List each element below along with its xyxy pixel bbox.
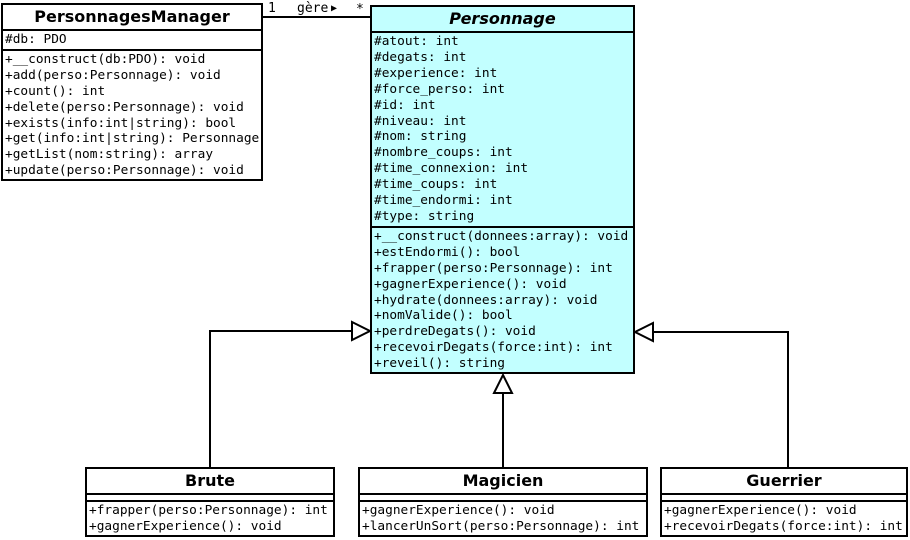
member-row: +estEndormi(): bool	[374, 244, 521, 260]
attributes-compartment	[662, 495, 906, 502]
methods-compartment: +__construct(donnees:array): void+estEnd…	[372, 228, 633, 372]
class-box-personnage[interactable]: Personnage #atout: int#degats: int#exper…	[370, 5, 635, 374]
member-row: +get(info:int|string): Personnage	[5, 131, 260, 147]
member-row: #niveau: int	[374, 113, 467, 129]
attributes-compartment: #atout: int#degats: int#experience: int#…	[372, 33, 633, 228]
association-multiplicity-many: *	[356, 2, 364, 17]
member-row: +gagnerExperience(): void	[664, 503, 857, 518]
class-box-magicien[interactable]: Magicien +gagnerExperience(): void+lance…	[358, 467, 648, 537]
member-row: #nombre_coups: int	[374, 145, 513, 161]
member-row: +frapper(perso:Personnage): int	[374, 260, 613, 276]
attributes-compartment	[87, 495, 333, 502]
attributes-compartment: #db: PDO	[3, 31, 261, 51]
member-row: +__construct(donnees:array): void	[374, 228, 629, 244]
member-row: #force_perso: int	[374, 81, 505, 97]
member-row: #time_connexion: int	[374, 161, 529, 177]
methods-compartment: +gagnerExperience(): void+recevoirDegats…	[662, 502, 906, 535]
member-row: +reveil(): string	[374, 356, 505, 372]
member-row: +exists(info:int|string): bool	[5, 115, 237, 131]
member-row: +perdreDegats(): void	[374, 324, 536, 340]
methods-compartment: +gagnerExperience(): void+lancerUnSort(p…	[360, 502, 646, 535]
inheritance-guerrier-personnage	[632, 321, 789, 467]
class-title: Guerrier	[662, 469, 906, 495]
member-row: +frapper(perso:Personnage): int	[89, 503, 328, 518]
member-row: +getList(nom:string): array	[5, 147, 214, 163]
class-title-abstract: Personnage	[372, 7, 633, 33]
methods-compartment: +frapper(perso:Personnage): int+gagnerEx…	[87, 502, 333, 535]
member-row: #degats: int	[374, 49, 467, 65]
member-row: +update(perso:Personnage): void	[5, 163, 244, 179]
member-row: #db: PDO	[5, 32, 67, 47]
member-row: +gagnerExperience(): void	[362, 503, 555, 518]
member-row: #nom: string	[374, 129, 467, 145]
member-row: +delete(perso:Personnage): void	[5, 99, 244, 115]
member-row: +recevoirDegats(force:int): int	[664, 518, 903, 534]
member-row: +lancerUnSort(perso:Personnage): int	[362, 518, 640, 534]
member-row: +add(perso:Personnage): void	[5, 67, 221, 83]
member-row: +gagnerExperience(): void	[89, 518, 282, 534]
class-title: Brute	[87, 469, 333, 495]
hollow-triangle-arrow-icon	[632, 321, 654, 343]
member-row: #time_endormi: int	[374, 193, 513, 209]
association-name-label: gère	[297, 1, 329, 16]
association-multiplicity-one: 1	[268, 1, 276, 16]
class-box-guerrier[interactable]: Guerrier +gagnerExperience(): void+recev…	[660, 467, 908, 537]
member-row: #type: string	[374, 208, 475, 224]
attributes-compartment	[360, 495, 646, 502]
class-box-personnages-manager[interactable]: PersonnagesManager #db: PDO +__construct…	[1, 3, 263, 181]
class-title: PersonnagesManager	[3, 5, 261, 31]
member-row: #experience: int	[374, 65, 498, 81]
member-row: +__construct(db:PDO): void	[5, 51, 206, 67]
member-row: #atout: int	[374, 34, 459, 49]
member-row: #time_coups: int	[374, 177, 498, 193]
class-title: Magicien	[360, 469, 646, 495]
member-row: +count(): int	[5, 83, 106, 99]
member-row: #id: int	[374, 97, 436, 113]
inheritance-magicien-personnage	[492, 372, 514, 467]
member-row: +hydrate(donnees:array): void	[374, 292, 598, 308]
hollow-triangle-arrow-icon	[492, 372, 514, 394]
methods-compartment: +__construct(db:PDO): void+add(perso:Per…	[3, 51, 261, 179]
inheritance-brute-personnage	[209, 320, 373, 467]
hollow-triangle-arrow-icon	[351, 320, 373, 342]
class-box-brute[interactable]: Brute +frapper(perso:Personnage): int+ga…	[85, 467, 335, 537]
member-row: +gagnerExperience(): void	[374, 276, 567, 292]
member-row: +nomValide(): bool	[374, 308, 513, 324]
member-row: +recevoirDegats(force:int): int	[374, 340, 613, 356]
navigability-arrow-icon: ▶	[331, 3, 338, 14]
